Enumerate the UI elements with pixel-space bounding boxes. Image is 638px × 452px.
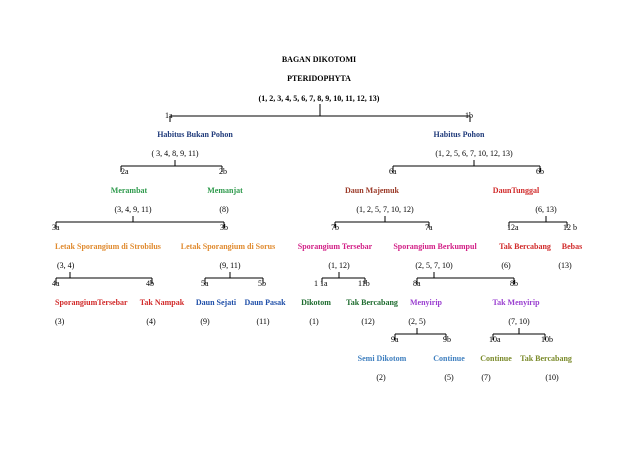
node-11a-group: (1): [309, 317, 319, 326]
node-7a-code: 7a: [425, 223, 433, 232]
node-11a-label: Dikotom: [301, 298, 331, 307]
node-9a-code: 9a: [391, 335, 399, 344]
node-11b-group: (12): [361, 317, 375, 326]
node-12b-group: (13): [558, 261, 572, 270]
node-4a-label: SporangiumTersebar: [55, 298, 128, 307]
node-7a-label: Sporangium Berkumpul: [393, 242, 477, 251]
node-8a-label: Menyirip: [410, 298, 442, 307]
node-3a-code: 3a: [52, 223, 60, 232]
node-4a-group: (3): [55, 317, 65, 326]
node-1b-label: Habitus Pohon: [433, 130, 485, 139]
node-6a-label: Daun Majemuk: [344, 186, 400, 195]
species-list: (1, 2, 3, 4, 5, 6, 7, 8, 9, 10, 11, 12, …: [258, 94, 380, 103]
node-6b-group: (6, 13): [535, 205, 557, 214]
node-8a-code: 8a: [413, 279, 421, 288]
node-2b-group: (8): [219, 205, 229, 214]
node-3b-group: (9, 11): [219, 261, 241, 270]
node-11b-code: 11b: [358, 279, 370, 288]
node-4a-code: 4a: [52, 279, 60, 288]
node-1a-code: 1a: [165, 111, 173, 120]
node-1b-code: 1b: [465, 111, 473, 120]
node-5a-label: Daun Sejati: [195, 298, 237, 307]
node-5b-label: Daun Pasak: [244, 298, 286, 307]
node-7a-group: (2, 5, 7, 10): [415, 261, 453, 270]
node-3b-code: 3b: [220, 223, 228, 232]
node-12b-code: 12 b: [563, 223, 577, 232]
node-9a-label: Semi Dikotom: [357, 354, 407, 363]
node-9b-group: (5): [444, 373, 454, 382]
node-10a-code: 10a: [489, 335, 501, 344]
node-2a-code: 2a: [121, 167, 129, 176]
node-10a-label: Continue: [480, 354, 512, 363]
node-12a-label: Tak Bercabang: [499, 242, 551, 251]
node-3a-label: Letak Sporangium di Strobilus: [55, 242, 161, 251]
node-2b-label: Memanjat: [207, 186, 243, 195]
node-8b-code: 8b: [510, 279, 518, 288]
node-7b-code: 7b: [331, 223, 339, 232]
node-10b-code: 10b: [541, 335, 553, 344]
node-9a-group: (2): [376, 373, 386, 382]
node-8a-group: (2, 5): [408, 317, 426, 326]
node-6b-code: 6b: [536, 167, 544, 176]
node-4b-group: (4): [146, 317, 156, 326]
node-8b-group: (7, 10): [508, 317, 530, 326]
node-6b-label: DaunTunggal: [492, 186, 540, 195]
diagram-title: BAGAN DIKOTOMI: [281, 55, 357, 64]
diagram-subtitle: PTERIDOPHYTA: [287, 74, 351, 83]
node-2a-label: Merambat: [110, 186, 148, 195]
node-2a-group: (3, 4, 9, 11): [114, 205, 152, 214]
node-7b-label: Sporangium Tersebar: [297, 242, 373, 251]
node-6a-group: (1, 2, 5, 7, 10, 12): [356, 205, 414, 214]
node-5a-group: (9): [200, 317, 210, 326]
node-9b-label: Continue: [433, 354, 465, 363]
node-6a-code: 6a: [389, 167, 397, 176]
node-3b-label: Letak Sporangium di Sorus: [180, 242, 276, 251]
node-5b-code: 5b: [258, 279, 266, 288]
node-1a-group: ( 3, 4, 8, 9, 11): [151, 149, 199, 158]
node-1a-label: Habitus Bukan Pohon: [157, 130, 233, 139]
node-4b-label: Tak Nampak: [139, 298, 185, 307]
node-11b-label: Tak Bercabang: [346, 298, 398, 307]
node-4b-code: 4b: [146, 279, 154, 288]
node-10a-group: (7): [481, 373, 491, 382]
node-8b-label: Tak Menyirip: [492, 298, 540, 307]
node-9b-code: 9b: [443, 335, 451, 344]
node-5b-group: (11): [256, 317, 270, 326]
node-11a-code: 1 1a: [314, 279, 328, 288]
node-12a-group: (6): [501, 261, 511, 270]
node-7b-group: (1, 12): [328, 261, 350, 270]
node-12b-label: Bebas: [561, 242, 583, 251]
node-3a-group: (3, 4): [57, 261, 75, 270]
node-10b-group: (10): [545, 373, 559, 382]
node-1b-group: (1, 2, 5, 6, 7, 10, 12, 13): [435, 149, 513, 158]
node-12a-code: 12a: [507, 223, 519, 232]
node-10b-label: Tak Bercabang: [520, 354, 572, 363]
node-5a-code: 5a: [201, 279, 209, 288]
node-2b-code: 2b: [219, 167, 227, 176]
